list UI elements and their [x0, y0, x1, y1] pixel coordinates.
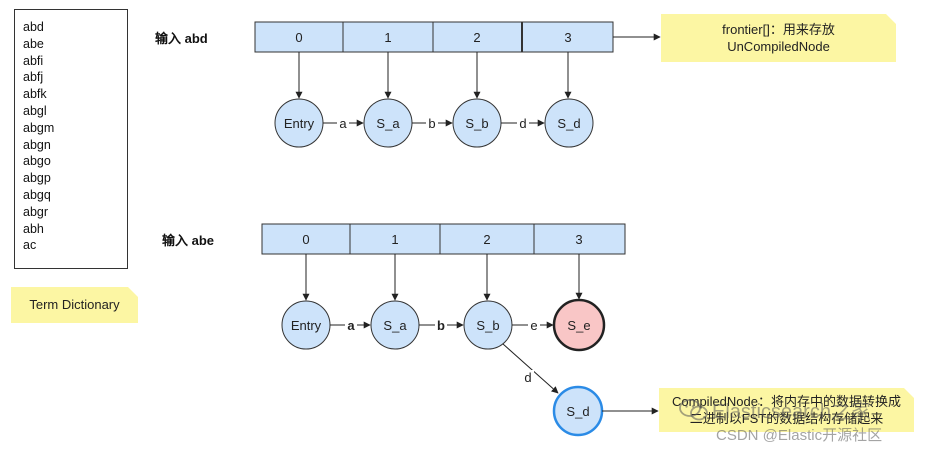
input-label-abe: 输入 abe [162, 233, 215, 248]
state-node [544, 98, 594, 148]
watermark-title: Elasticsearch之家 [712, 401, 871, 423]
node-label: Entry [291, 318, 322, 333]
node-label: S_d [566, 404, 589, 419]
edge-label: b [428, 116, 435, 131]
wechat-icon [679, 399, 708, 421]
edge-label-bg [426, 116, 438, 130]
term-dictionary-list: abd abe abfi abfj abfk abgl abgm abgn ab… [14, 9, 128, 269]
array-cell-bottom: 1 [391, 232, 398, 247]
term-item: abgr [23, 204, 49, 219]
term-item: abh [23, 221, 44, 236]
array-cell-top: 1 [384, 30, 391, 45]
edge-label-bg [517, 116, 529, 130]
frontier-array-top [254, 21, 614, 53]
compiled-note-line1: CompiledNode：将内存中的数据转换成 [672, 394, 901, 409]
node-label: S_e [567, 318, 590, 333]
term-item: abgn [23, 137, 51, 152]
node-label: S_a [383, 318, 407, 333]
array-cell-top: 0 [295, 30, 302, 45]
frontier-array-bottom [261, 223, 626, 255]
array-cell-bottom: 2 [483, 232, 490, 247]
term-item: abfi [23, 53, 44, 68]
node-label: S_d [557, 116, 580, 131]
edge-label: a [347, 318, 355, 333]
term-item: abgm [23, 120, 55, 135]
frontier-note: frontier[]：用来存放 UnCompiledNode [661, 14, 896, 62]
frontier-note-line2: UnCompiledNode [727, 39, 830, 54]
edge-label-bg [528, 318, 540, 332]
term-item: abfj [23, 70, 44, 85]
term-item: abgo [23, 154, 51, 169]
node-label: S_b [476, 318, 499, 333]
term-item: abgp [23, 171, 51, 186]
edge-label: b [437, 318, 445, 333]
term-item: abgq [23, 187, 51, 202]
edge-label-bg [337, 116, 349, 130]
branch-edge [502, 343, 559, 394]
term-item: abd [23, 20, 44, 34]
compiled-node-note: CompiledNode：将内存中的数据转换成 二进制以FST的数据结构存储起来 [659, 388, 914, 432]
edge-label-bg [435, 318, 447, 332]
term-item: abfk [23, 87, 47, 102]
term-item: ac [23, 238, 37, 253]
array-cell-bottom: 3 [575, 232, 582, 247]
compiled-note-line2: 二进制以FST的数据结构存储起来 [689, 411, 884, 426]
watermark-credit: CSDN @Elastic开源社区 [716, 427, 883, 444]
term-dictionary-note: Term Dictionary [11, 287, 138, 323]
edge-label: a [339, 116, 347, 131]
edge-label-bg [345, 318, 357, 332]
term-item: abe [23, 36, 44, 51]
node-label: S_b [465, 116, 488, 131]
edge-label-bg [522, 370, 534, 385]
node-label: Entry [284, 116, 315, 131]
term-item: abgl [23, 103, 47, 118]
node-label: S_a [376, 116, 400, 131]
frontier-note-line1: frontier[]：用来存放 [722, 22, 835, 37]
new-state-node [552, 298, 606, 352]
input-label-abd: 输入 abd [155, 31, 208, 46]
array-cell-top: 3 [564, 30, 571, 45]
edge-label: d [519, 116, 526, 131]
edge-label: d [524, 370, 531, 385]
edge-label: e [530, 318, 537, 333]
array-cell-bottom: 0 [302, 232, 309, 247]
array-cell-top: 2 [473, 30, 480, 45]
